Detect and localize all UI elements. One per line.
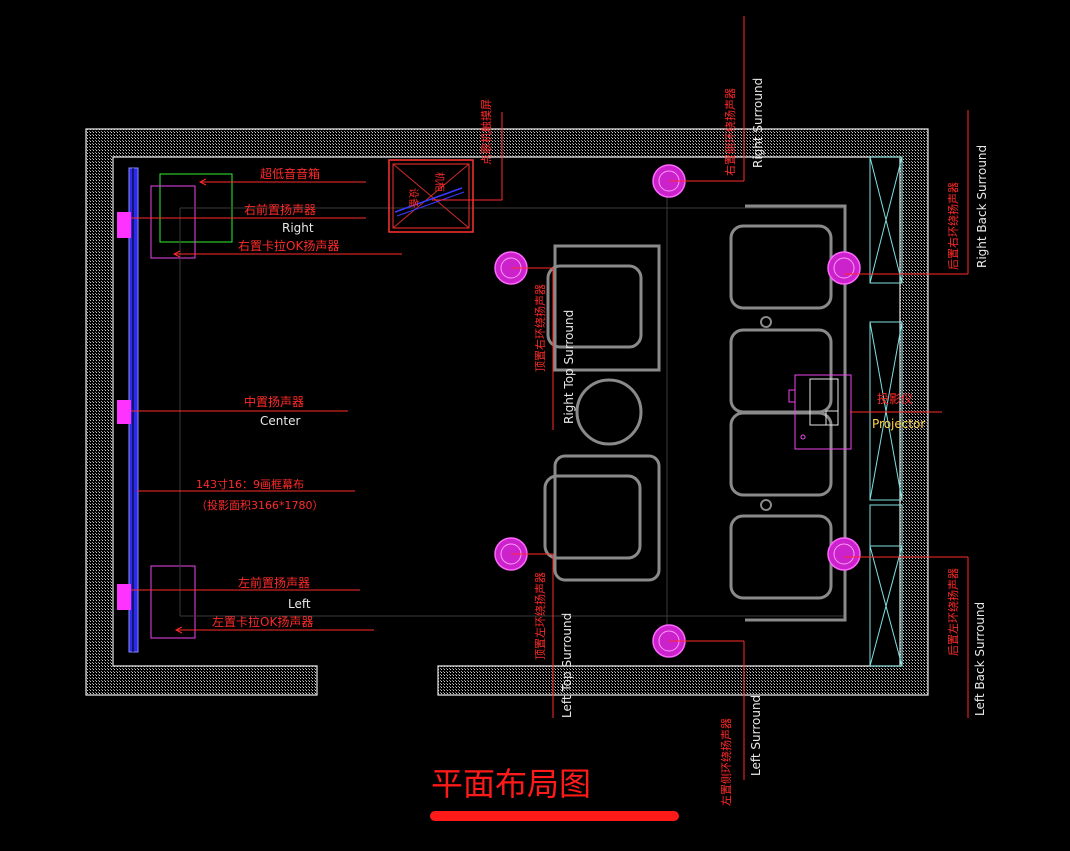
screen-size-label: （投影面积3166*1780） xyxy=(196,498,324,512)
right-back-speaker-icon xyxy=(827,251,861,285)
guide-lines xyxy=(179,181,846,640)
cabinet-text-1: 设备 xyxy=(407,188,420,208)
screen-label: 143寸16：9画框幕布 xyxy=(196,477,304,491)
right-surround-en-label: Right Surround xyxy=(751,78,765,168)
title-underline xyxy=(430,811,679,821)
drawing-title: 平面布局图 xyxy=(431,765,591,803)
rear-cabinets xyxy=(869,156,903,667)
long-sofa xyxy=(729,204,847,622)
left-front-speaker-icon xyxy=(117,584,131,610)
cabinet-label: 点歌机触摸屏 xyxy=(479,99,493,165)
sofas xyxy=(543,204,847,622)
right-karaoke-box xyxy=(150,185,196,259)
projector-en-label: Projector xyxy=(872,417,925,431)
right-front-speaker-icon xyxy=(117,212,131,238)
left-front-en-label: Left xyxy=(288,597,311,611)
front-speaker-blocks xyxy=(117,212,131,610)
left-surround-cn-label: 左置侧环绕扬声器 xyxy=(719,718,733,806)
center-en-label: Center xyxy=(260,414,300,428)
cabinet-text-2: 机柜 xyxy=(433,172,446,192)
left-top-surround-en-label: Left Top Surround xyxy=(560,613,574,718)
left-back-speaker-icon xyxy=(827,537,861,571)
armchair-lower xyxy=(543,454,661,582)
left-karaoke-label: 左置卡拉OK扬声器 xyxy=(212,614,313,629)
right-back-en-label: Right Back Surround xyxy=(975,145,989,268)
right-front-label: 右前置扬声器 xyxy=(244,202,316,217)
left-front-label: 左前置扬声器 xyxy=(238,575,310,590)
round-table xyxy=(575,378,643,446)
right-top-surround-cn-label: 顶置右环绕扬声器 xyxy=(533,284,547,372)
right-karaoke-label: 右置卡拉OK扬声器 xyxy=(238,238,339,253)
left-back-cn-label: 后置左环绕扬声器 xyxy=(946,568,960,656)
armchair-upper xyxy=(546,244,661,372)
subwoofer-label: 超低音音箱 xyxy=(260,166,320,181)
right-surround-cn-label: 右置侧环绕扬声器 xyxy=(723,88,737,176)
right-front-en-label: Right xyxy=(282,221,314,235)
projector-cn-label: 投影仪 xyxy=(877,391,913,406)
left-surround-en-label: Left Surround xyxy=(749,695,763,776)
right-top-surround-en-label: Right Top Surround xyxy=(562,310,576,424)
center-speaker-icon xyxy=(117,400,131,424)
center-label: 中置扬声器 xyxy=(244,394,304,409)
left-top-surround-cn-label: 顶置左环绕扬声器 xyxy=(533,572,547,660)
right-back-cn-label: 后置右环绕扬声器 xyxy=(946,182,960,270)
leader-lines xyxy=(131,16,969,780)
left-back-en-label: Left Back Surround xyxy=(973,602,987,716)
equipment-cabinet: 设备 机柜 xyxy=(388,159,474,233)
left-karaoke-box xyxy=(150,565,196,639)
